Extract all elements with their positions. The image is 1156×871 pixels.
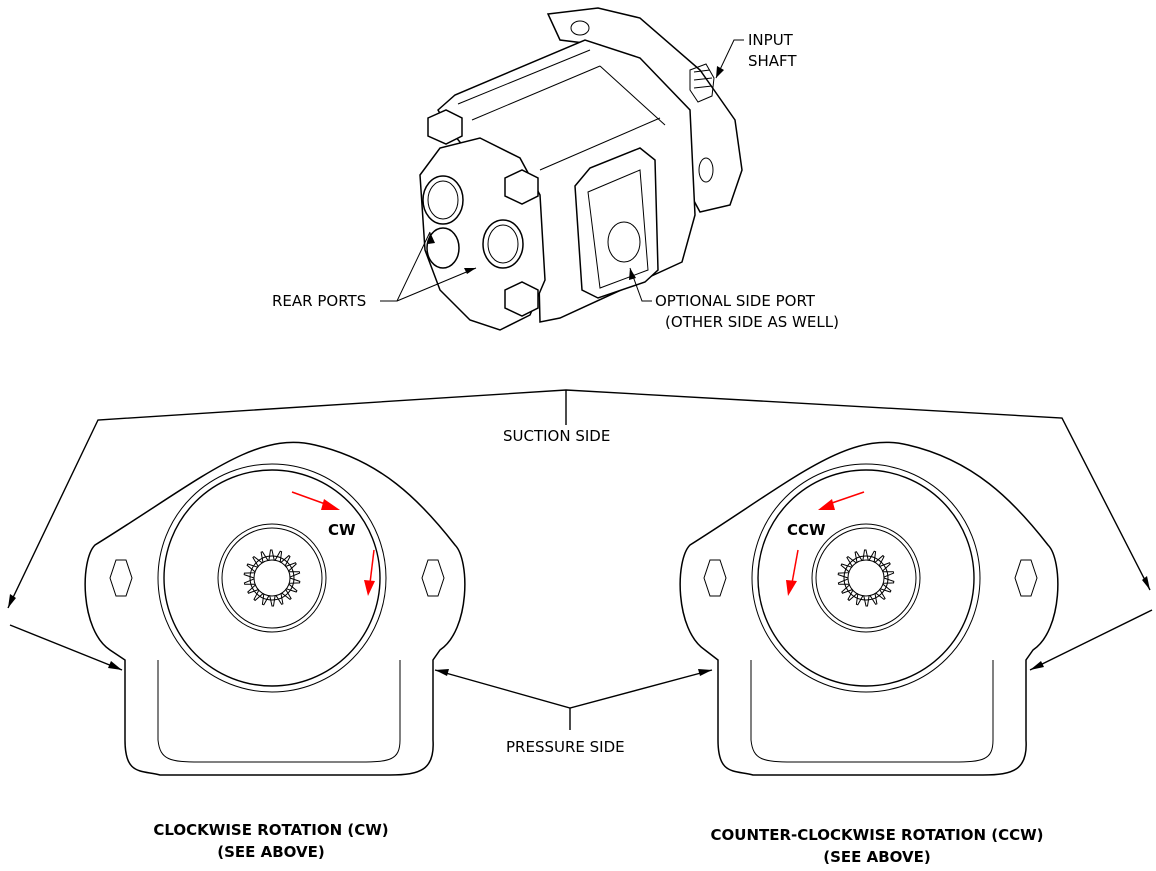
- rotation-arrows: [291, 491, 865, 596]
- ccw-caption-line-1: COUNTER-CLOCKWISE ROTATION (CCW): [711, 826, 1044, 844]
- ccw-shaft-spline: [837, 549, 895, 607]
- shaft-splines: [243, 549, 895, 607]
- side-port-label-2: (OTHER SIDE AS WELL): [665, 313, 839, 331]
- pump-isometric: [419, 7, 743, 331]
- cw-front-view: [84, 441, 466, 776]
- callout-leaders-top: [380, 39, 744, 302]
- rear-ports-label: REAR PORTS: [272, 292, 366, 310]
- cw-caption-line-2: (SEE ABOVE): [217, 843, 324, 861]
- cw-rotation-label: CW: [328, 521, 356, 539]
- side-port-label-1: OPTIONAL SIDE PORT: [655, 292, 816, 310]
- ccw-caption-line-2: (SEE ABOVE): [823, 848, 930, 866]
- suction-side-leaders: [7, 389, 1151, 609]
- ccw-front-view: [679, 441, 1059, 776]
- pressure-side-label: PRESSURE SIDE: [506, 738, 625, 756]
- cw-caption-line-1: CLOCKWISE ROTATION (CW): [153, 821, 388, 839]
- ccw-rotation-label: CCW: [787, 521, 826, 539]
- suction-side-label: SUCTION SIDE: [503, 427, 610, 445]
- input-shaft-label-2: SHAFT: [748, 52, 797, 70]
- cw-shaft-spline: [243, 549, 301, 607]
- input-shaft-label-1: INPUT: [748, 31, 794, 49]
- pressure-side-leaders: [9, 609, 1153, 730]
